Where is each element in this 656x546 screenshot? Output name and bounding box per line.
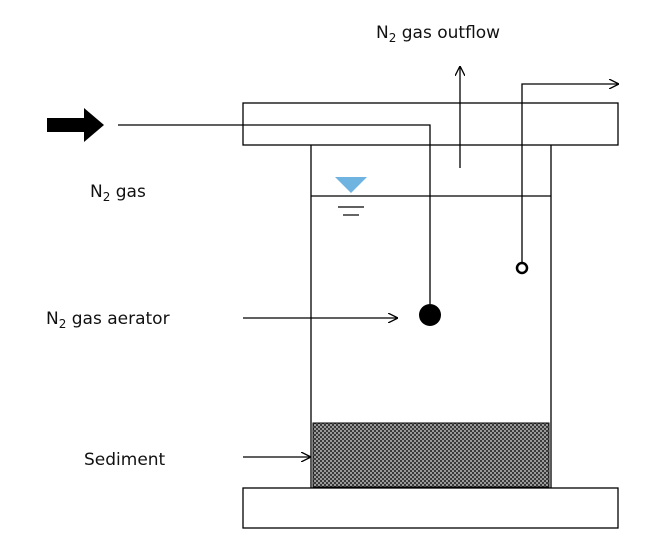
sediment-label: Sediment	[84, 450, 166, 470]
sampling-tube	[521, 84, 619, 262]
gas-inflow-arrow	[47, 108, 104, 142]
sampling-port	[515, 261, 529, 275]
sediment-layer	[312, 422, 550, 488]
aerator-stone	[419, 304, 441, 326]
outflow-label: N2 gas outflow	[376, 23, 500, 45]
aerator-label: N2 gas aerator	[46, 309, 170, 331]
gas-supply-pipe	[118, 124, 431, 304]
inflow-label: N2 gas	[90, 182, 146, 204]
water-level-marker	[335, 177, 367, 193]
reactor-base	[242, 487, 619, 529]
